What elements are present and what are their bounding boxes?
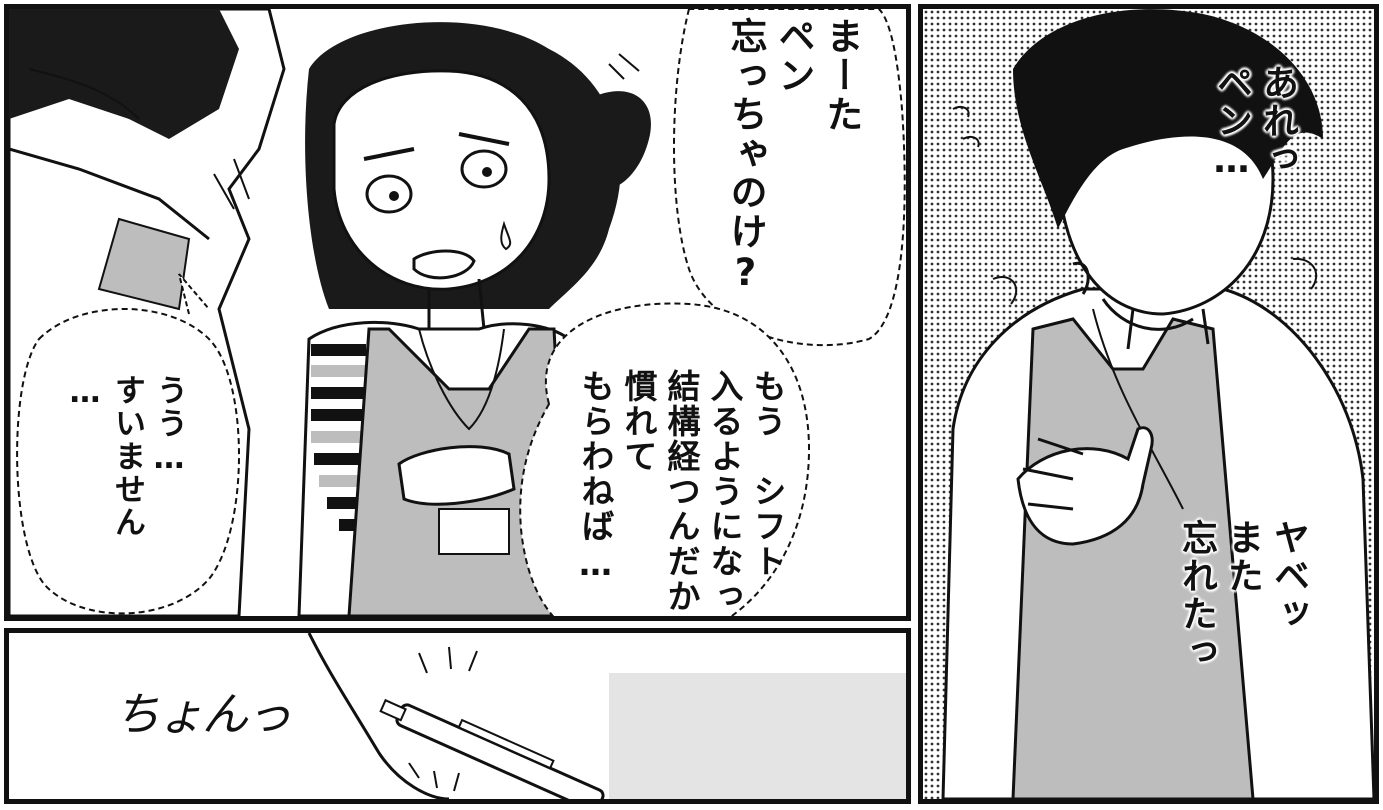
motion-lines — [213, 158, 250, 210]
woman-left-pupil — [389, 191, 399, 201]
man-collar-panel3 — [1101, 298, 1194, 331]
man-neck — [1126, 308, 1210, 350]
screentone-area — [609, 673, 906, 799]
man-ear — [1072, 261, 1090, 295]
sfx-text: ちょんっ — [114, 687, 292, 741]
man-collar — [9, 147, 210, 241]
panel-2-artwork — [307, 633, 906, 799]
woman-face — [332, 69, 551, 291]
motion-lines-right — [608, 53, 640, 80]
woman-crossed-arm — [397, 445, 516, 506]
panel-1: まーた ペン 忘っちゃのけ? もう シフト 入るようになって 結構経つんだから … — [4, 4, 911, 621]
pen-tip — [379, 698, 407, 722]
man-lanyard — [1092, 308, 1184, 510]
speech-left: うう… すいません … — [67, 374, 187, 539]
woman-left-brow — [363, 147, 415, 161]
man-ear-line — [28, 68, 140, 120]
woman-neck — [427, 278, 486, 330]
pen — [379, 698, 605, 799]
man-fingers — [1022, 437, 1084, 511]
man-hair — [9, 9, 239, 139]
woman-left-eye — [365, 174, 413, 214]
surprise-marks — [952, 106, 980, 148]
man-apron — [1011, 317, 1255, 799]
impact-lines-bottom — [408, 762, 460, 792]
caption-bottom: ヤベッ また 忘れたっ — [1176, 519, 1309, 671]
man-hand — [1016, 426, 1154, 546]
woman-mouth — [412, 249, 476, 280]
panel-3: あれっ ペン… ヤベッ また 忘れたっ — [918, 4, 1379, 804]
panel-2: ちょんっ — [4, 628, 911, 804]
shake-marks — [992, 257, 1318, 305]
caption-top: あれっ ペン… — [1211, 64, 1298, 183]
lanyard — [418, 328, 505, 431]
speech-middle: もう シフト 入るようになって 結構経つんだから 慣れて もらわねば… — [576, 369, 787, 621]
woman-right-brow — [458, 132, 510, 146]
pen-body — [395, 703, 605, 799]
man-hair-panel3 — [1013, 9, 1323, 230]
woman-hair-bun — [589, 91, 651, 189]
pen-clip — [457, 718, 555, 770]
speech-top-right: まーた ペン 忘っちゃのけ? — [724, 17, 863, 296]
name-badge — [438, 508, 510, 555]
impact-lines-top — [418, 646, 478, 674]
woman-right-pupil — [482, 167, 492, 177]
sweat-drop — [500, 220, 512, 251]
desk-edge — [307, 633, 450, 799]
panel-3-artwork — [923, 9, 1374, 799]
